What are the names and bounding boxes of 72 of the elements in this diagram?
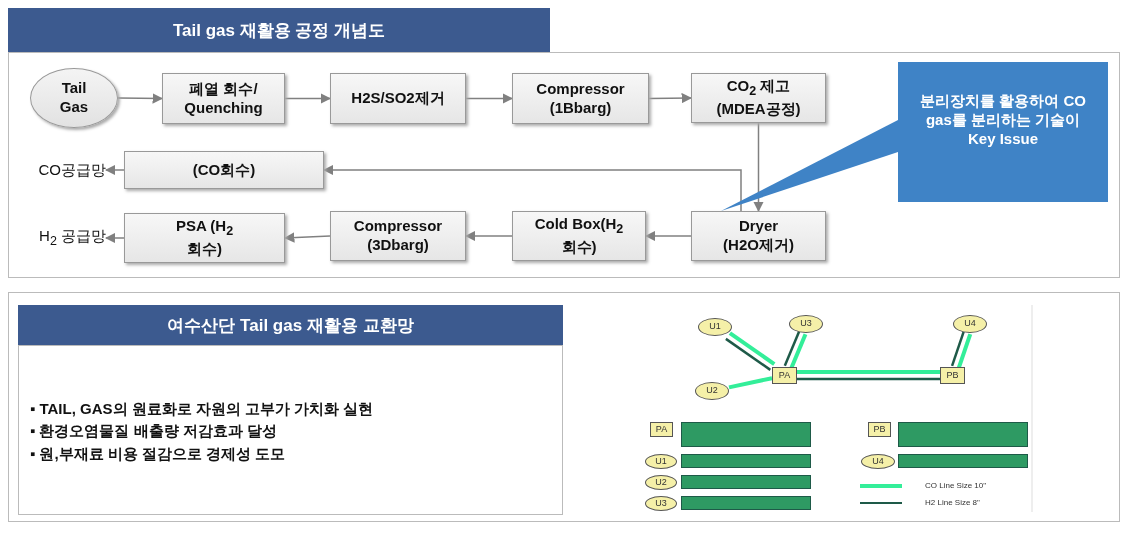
- node-text: U3: [800, 318, 812, 330]
- legend-text: H2 Line Size 8": [925, 498, 980, 507]
- arrow: [464, 230, 513, 242]
- process-box: [691, 211, 826, 261]
- node-text: U1: [655, 455, 667, 468]
- node-text: U4: [964, 318, 976, 330]
- node-text: U4: [872, 455, 884, 468]
- node-text: PB: [873, 423, 886, 436]
- node-text: Cold Box(H$_{2}$ 회수): [533, 215, 625, 257]
- node-text: Dryer (H2O제거): [722, 217, 795, 255]
- node-text: PSA (H$_{2}$ 회수): [174, 217, 235, 259]
- node-text: CO공급망: [38, 160, 106, 180]
- legend-table-bar: [681, 475, 811, 489]
- node-text: 분리장치를 활용하여 CO gas를 분리하는 기술이 Key Issue: [919, 92, 1087, 149]
- pipeline-line: [950, 331, 965, 367]
- plant-box: [772, 367, 797, 384]
- process-box: [124, 151, 324, 189]
- node-text: Compressor (3Dbarg): [352, 217, 444, 255]
- node-text: U3: [655, 497, 667, 510]
- arrow: [104, 164, 125, 176]
- legend-table-bar: [898, 422, 1028, 447]
- pipeline-line: [728, 376, 773, 390]
- pipeline-line: [783, 331, 801, 367]
- legend-table-bar: [681, 454, 811, 468]
- plant-box: [650, 422, 673, 437]
- arrow: [648, 92, 693, 104]
- pipeline-line: [956, 333, 973, 369]
- node-text: PA: [778, 369, 791, 382]
- node-text: PB: [946, 369, 959, 382]
- pipeline-line: [797, 377, 940, 381]
- node-text: U2: [655, 476, 667, 489]
- arrow: [104, 232, 125, 244]
- bullet-text: ▪ 환경오염물질 배출량 저감효과 달성: [30, 422, 277, 441]
- process-box: [330, 73, 466, 124]
- arrow: [753, 122, 764, 213]
- node-text: (CO회수): [192, 160, 256, 180]
- node-text: Compressor (1Bbarg): [535, 79, 626, 118]
- process-box: [512, 211, 646, 261]
- node-text: H$_{2}$ 공급망: [39, 226, 106, 250]
- legend-table-bar: [898, 454, 1028, 468]
- process-box: [124, 213, 285, 263]
- title-banner: Tail gas 재활용 공정 개념도: [8, 8, 550, 52]
- node-text: PA: [655, 423, 668, 436]
- node-text: U1: [709, 321, 721, 333]
- arrow: [465, 93, 514, 104]
- node-text: 폐열 회수/ Quenching: [183, 79, 264, 118]
- bullet-text: ▪ TAIL, GAS의 원료화로 자원의 고부가 가치화 실현: [30, 400, 374, 419]
- plant-box: [868, 422, 891, 437]
- process-box: [512, 73, 649, 124]
- arrow: [117, 93, 164, 104]
- process-box: [691, 73, 826, 123]
- arrow: [284, 93, 332, 104]
- legend-text: CO Line Size 10": [925, 481, 987, 490]
- pipeline-line: [725, 337, 772, 371]
- arrow: [644, 230, 692, 242]
- arrow: [322, 164, 742, 212]
- legend-table-bar: [681, 496, 811, 510]
- node-text: Tail Gas: [58, 79, 90, 117]
- bullet-text: ▪ 원,부재료 비용 절감으로 경제성 도모: [30, 445, 286, 464]
- section-heading: 여수산단 Tail gas 재활용 교환망: [18, 305, 563, 345]
- pipeline-line: [797, 370, 940, 374]
- process-box: [162, 73, 285, 124]
- arrow: [283, 232, 331, 243]
- process-box: [330, 211, 466, 261]
- callout-box: [898, 62, 1108, 202]
- node-text: CO$_{2}$ 제고 (MDEA공정): [715, 77, 802, 119]
- pipeline-line: [728, 331, 776, 366]
- legend-table-bar: [681, 422, 811, 447]
- node-text: H2S/SO2제거: [351, 89, 445, 108]
- plant-box: [940, 367, 965, 384]
- node-text: U2: [706, 385, 718, 397]
- callout-pointer: [721, 120, 898, 211]
